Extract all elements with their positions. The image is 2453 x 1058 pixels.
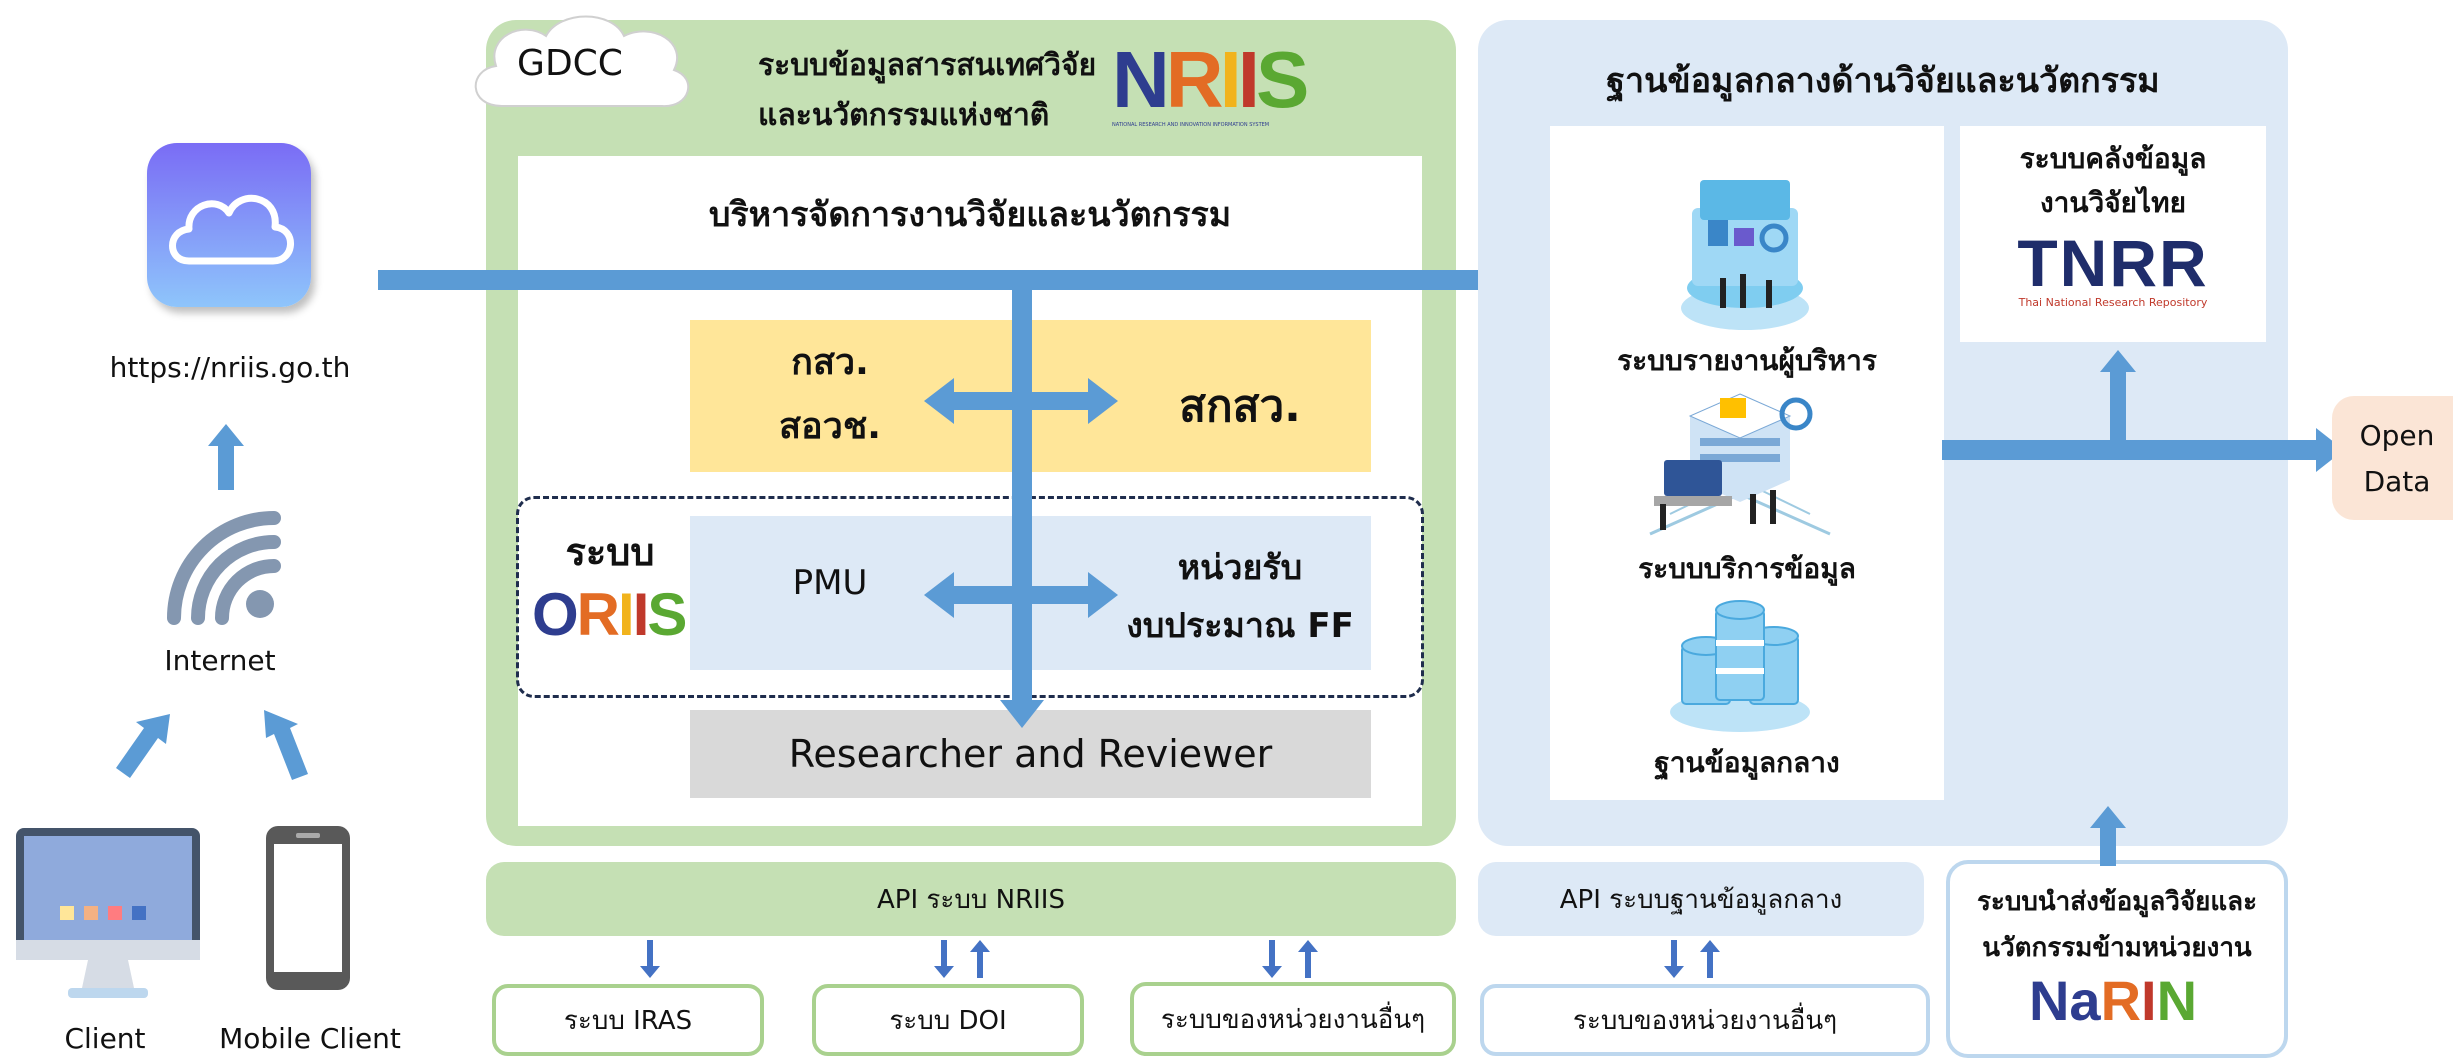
oriis-label: ระบบ: [565, 529, 655, 574]
researcher-box: Researcher and Reviewer: [690, 710, 1371, 798]
api-nriis-bar: API ระบบ NRIIS: [486, 862, 1456, 936]
oriis-logo: ORIIS: [532, 581, 687, 648]
narin-line1: ระบบนำส่งข้อมูลวิจัยและ: [1976, 886, 2258, 917]
open-data-line1: Open: [2359, 418, 2435, 452]
nriis-logo-subtext: NATIONAL RESEARCH AND INNOVATION INFORMA…: [1112, 122, 1270, 128]
nriis-title-line2: และนวัตกรรมแห่งชาติ: [758, 98, 1050, 133]
internet-label: Internet: [164, 643, 276, 677]
down-arrow-icon: [1664, 940, 1684, 982]
dashboard-illustration-icon: [1670, 168, 1820, 342]
vertical-flow-line: [1012, 280, 1032, 704]
tnrr-box: [1960, 126, 2266, 342]
open-data-flow-line: [1942, 440, 2322, 460]
down-arrow-icon: [640, 940, 660, 982]
other-units-box[interactable]: ระบบของหน่วยงานอื่นๆ: [1480, 984, 1930, 1056]
gdcc-cloud-icon: [462, 6, 698, 122]
diagonal-arrow-left-icon: [116, 714, 176, 784]
tnrr-line2: งานวิจัยไทย: [2039, 186, 2186, 219]
cloud-app-icon: [147, 143, 311, 307]
up-arrow-icon: [1700, 940, 1720, 982]
oriis-group: [516, 496, 1424, 698]
pmu-label: PMU: [792, 563, 868, 603]
narin-logo: NaRIN: [2028, 969, 2198, 1032]
up-arrow-icon: [2090, 806, 2126, 870]
diagonal-arrow-right-icon: [260, 710, 310, 784]
tnrr-line1: ระบบคลังข้อมูล: [2019, 142, 2207, 175]
wifi-icon: [164, 508, 284, 632]
mobile-client-label: Mobile Client: [219, 1021, 401, 1055]
desktop-monitor-icon: [16, 828, 200, 1004]
other-units-box[interactable]: ระบบของหน่วยงานอื่นๆ: [1130, 982, 1456, 1056]
down-arrow-icon: [934, 940, 954, 982]
org-left-line2: สอวช.: [779, 405, 881, 447]
ff-line2: งบประมาณ FF: [1126, 606, 1354, 646]
database-illustration-icon: [1668, 596, 1812, 738]
arrow-head-down-icon: [1000, 700, 1044, 732]
tnrr-logo: TNRR: [2017, 226, 2209, 300]
open-data-box[interactable]: [2332, 396, 2453, 520]
org-left-line1: กสว.: [791, 341, 869, 383]
gdcc-label: GDCC: [517, 42, 623, 84]
tnrr-subtext: Thai National Research Repository: [2018, 295, 2208, 309]
server-illustration-icon: [1640, 384, 1840, 544]
up-arrow-icon: [208, 424, 244, 494]
central-db-label: ฐานข้อมูลกลาง: [1654, 746, 1840, 779]
ff-line1: หน่วยรับ: [1177, 548, 1303, 588]
nriis-title-line1: ระบบข้อมูลสารสนเทศวิจัย: [758, 48, 1097, 83]
client-label: Client: [64, 1021, 146, 1055]
open-data-line2: Data: [2363, 464, 2431, 498]
narin-line2: นวัตกรรมข้ามหน่วยงาน: [1982, 932, 2252, 963]
exec-report-label: ระบบรายงานผู้บริหาร: [1617, 344, 1877, 377]
mobile-phone-icon: [266, 826, 350, 994]
arrow-head-icon: [2316, 428, 2344, 476]
iras-system-box[interactable]: ระบบ IRAS: [492, 984, 764, 1056]
org-right: สกสว.: [1179, 381, 1301, 432]
site-url[interactable]: https://nriis.go.th: [109, 350, 351, 384]
down-arrow-icon: [1262, 940, 1282, 982]
up-arrow-icon: [970, 940, 990, 982]
data-service-label: ระบบบริการข้อมูล: [1638, 552, 1856, 585]
doi-system-box[interactable]: ระบบ DOI: [812, 984, 1084, 1056]
management-title: บริหารจัดการงานวิจัยและนวัตกรรม: [708, 195, 1232, 235]
main-flow-line: [378, 270, 1588, 290]
up-arrow-icon: [1298, 940, 1318, 982]
api-central-bar: API ระบบฐานข้อมูลกลาง: [1478, 862, 1924, 936]
central-db-title: ฐานข้อมูลกลางด้านวิจัยและนวัตกรรม: [1606, 61, 2160, 101]
up-arrow-icon: [2100, 350, 2136, 450]
